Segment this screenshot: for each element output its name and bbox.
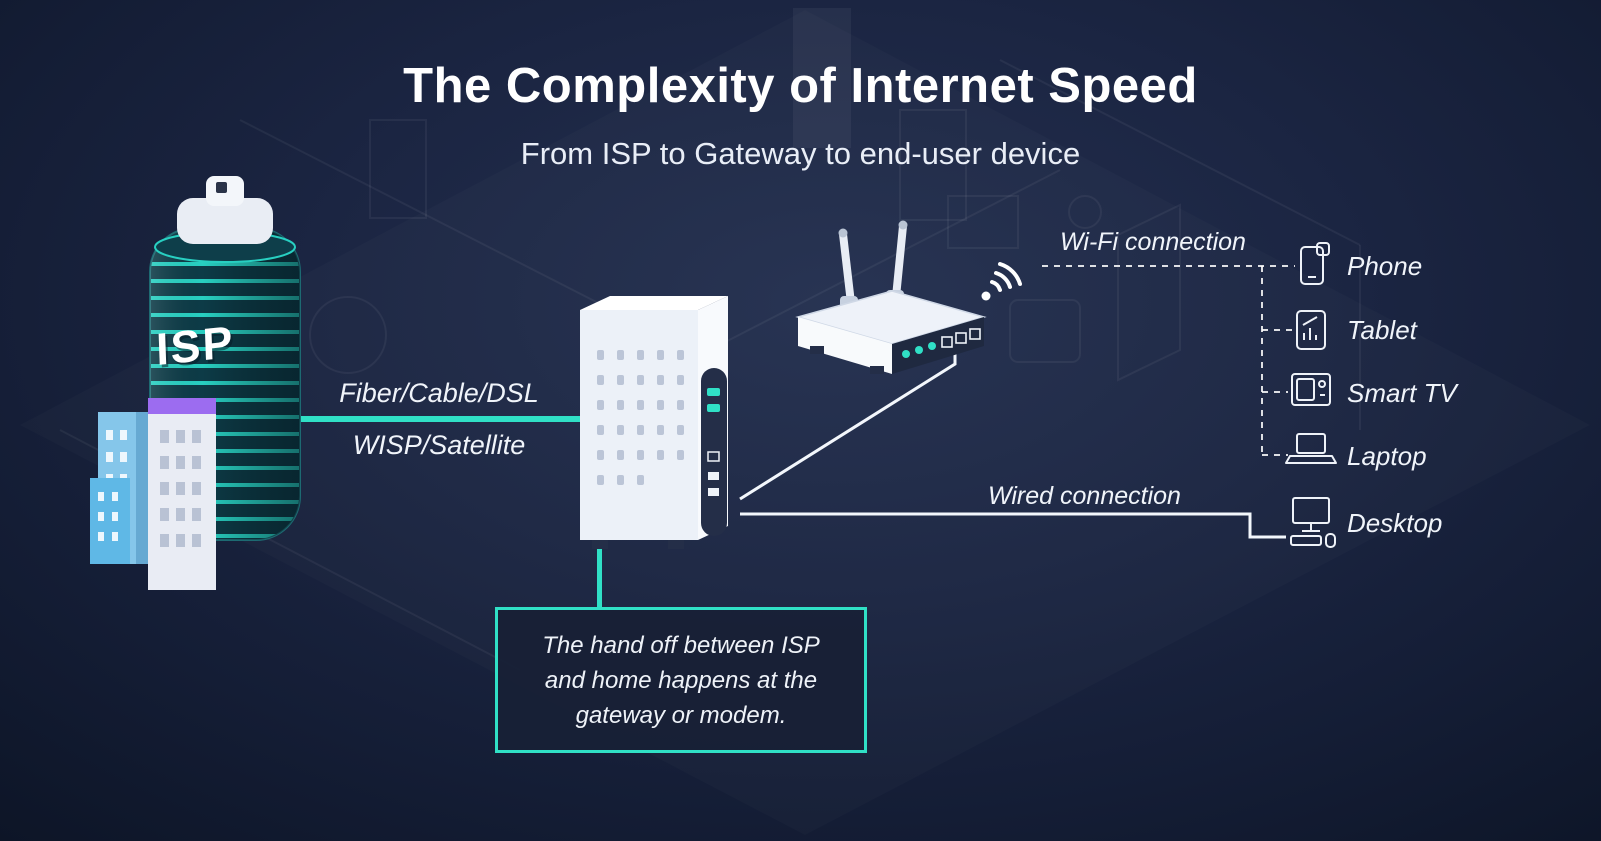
- router-indicator-light: [928, 342, 936, 350]
- router-indicator-light: [902, 350, 910, 358]
- router-illustration: [795, 220, 987, 374]
- callout-box: The hand off between ISP and home happen…: [495, 607, 867, 753]
- callout-text-line: and home happens at the: [544, 666, 818, 694]
- smart-tv-icon: [1291, 373, 1331, 406]
- laptop-icon: [1285, 433, 1337, 464]
- router-antenna: [892, 222, 907, 301]
- isp-building-label: ISP: [155, 315, 236, 376]
- tablet-icon: [1296, 310, 1326, 350]
- modem-indicator-light: [707, 404, 720, 412]
- wifi-connection-dashed-lines: [1042, 265, 1295, 456]
- city-buildings: [90, 398, 216, 590]
- device-label-tablet: Tablet: [1347, 315, 1417, 345]
- callout-text-line: gateway or modem.: [575, 701, 787, 729]
- device-label-smart-tv: Smart TV: [1347, 378, 1457, 408]
- modem-indicator-light: [707, 388, 720, 396]
- wired-connection-label: Wired connection: [988, 482, 1181, 510]
- isp-link-label-bottom: WISP/Satellite: [352, 430, 526, 460]
- isp-building-illustration: [90, 176, 301, 590]
- floorplan-background: [59, 8, 1361, 671]
- callout-text-line: The hand off between ISP: [542, 631, 820, 659]
- wifi-connection-label: Wi-Fi connection: [1060, 228, 1246, 256]
- connection-lines: [296, 265, 1295, 610]
- page-title: The Complexity of Internet Speed: [403, 59, 1198, 113]
- device-icons: [1285, 242, 1337, 548]
- page-subtitle: From ISP to Gateway to end-user device: [520, 136, 1081, 171]
- phone-icon: [1300, 242, 1330, 285]
- wired-connection-line: [740, 512, 1286, 539]
- wifi-signal-icon: [981, 262, 1022, 301]
- isp-link-label-top: Fiber/Cable/DSL: [339, 378, 539, 408]
- isp-roof-cap: [177, 198, 273, 244]
- router-antenna: [839, 230, 855, 307]
- isp-to-modem-line: [296, 416, 582, 422]
- modem-to-callout-line: [597, 540, 602, 610]
- modem-illustration: [580, 296, 728, 549]
- device-label-desktop: Desktop: [1347, 508, 1443, 538]
- desktop-icon: [1290, 497, 1336, 548]
- device-label-laptop: Laptop: [1347, 441, 1427, 471]
- modem-to-router-line: [739, 352, 957, 501]
- device-label-phone: Phone: [1347, 251, 1423, 281]
- router-indicator-light: [915, 346, 923, 354]
